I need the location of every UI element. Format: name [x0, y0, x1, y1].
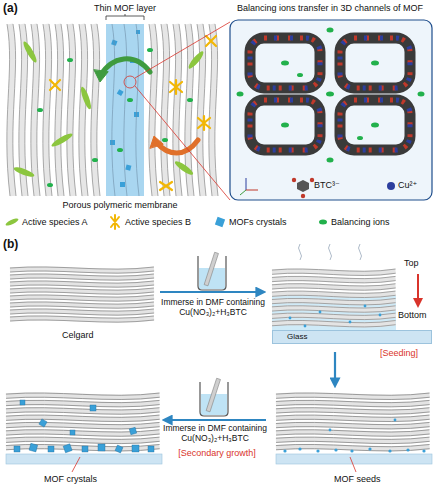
legend-text: Active species A: [22, 217, 88, 227]
legend-icons: [5, 215, 327, 229]
panel-label: (b): [3, 238, 18, 252]
layer-label: Thin MOF layer: [85, 3, 165, 13]
node-text: Balancing ions transfer in 3D channels o…: [228, 3, 432, 13]
callout-label: MOF crystals: [44, 474, 97, 484]
membrane-label: Celgard: [62, 330, 94, 340]
btc-molecule: [292, 178, 314, 198]
membrane-label: Porous polymeric membrane: [40, 200, 200, 210]
node-text: Glass: [287, 332, 431, 341]
step-label: Immerse in DMF containing Cu(NO₃)₂+H₃BTC: [158, 424, 272, 444]
inset-ions: [237, 28, 425, 163]
step-label: Immerse in DMF containing Cu(NO₃)₂+H₃BTC: [156, 298, 270, 318]
layer-bracket: [106, 14, 144, 20]
seeded-membrane: [276, 393, 432, 472]
glass-slide: Glass: [272, 330, 432, 344]
legend-text: Active species B: [125, 217, 191, 227]
ligand-label: BTC³⁻: [314, 180, 340, 190]
membrane-fibers: [7, 24, 218, 196]
mof-crystal-membrane: [6, 393, 162, 472]
zoom-lines: [124, 22, 230, 200]
legend-text: Balancing ions: [331, 217, 390, 227]
side-label: Bottom: [398, 310, 427, 320]
process-arrow: [166, 378, 266, 420]
process-arrow: [160, 252, 262, 292]
mof-band: [106, 24, 144, 196]
ion-label: Cu²⁺: [398, 180, 417, 190]
transfer-arrows: [94, 59, 198, 153]
legend-text: MOFs crystals: [229, 217, 287, 227]
step-name: [Seeding]: [380, 348, 418, 358]
balancing-ions: [37, 48, 193, 187]
mof-structure: [250, 38, 410, 150]
axis-icon: [240, 178, 258, 195]
step-name: [Secondary growth]: [150, 448, 284, 458]
inset-frame: [230, 20, 432, 200]
inset-panel: Balancing ions transfer in 3D channels o…: [226, 3, 434, 201]
active-species-a: [13, 40, 206, 178]
process-arrow: [334, 352, 336, 384]
celgard-membrane: [10, 267, 154, 322]
panel-label: (a): [3, 2, 18, 16]
active-species-b: [50, 36, 216, 190]
callout-label: MOF seeds: [334, 474, 381, 484]
side-label: Top: [404, 258, 419, 268]
seeding-setup: [272, 244, 418, 330]
cu-ion: [387, 182, 395, 190]
